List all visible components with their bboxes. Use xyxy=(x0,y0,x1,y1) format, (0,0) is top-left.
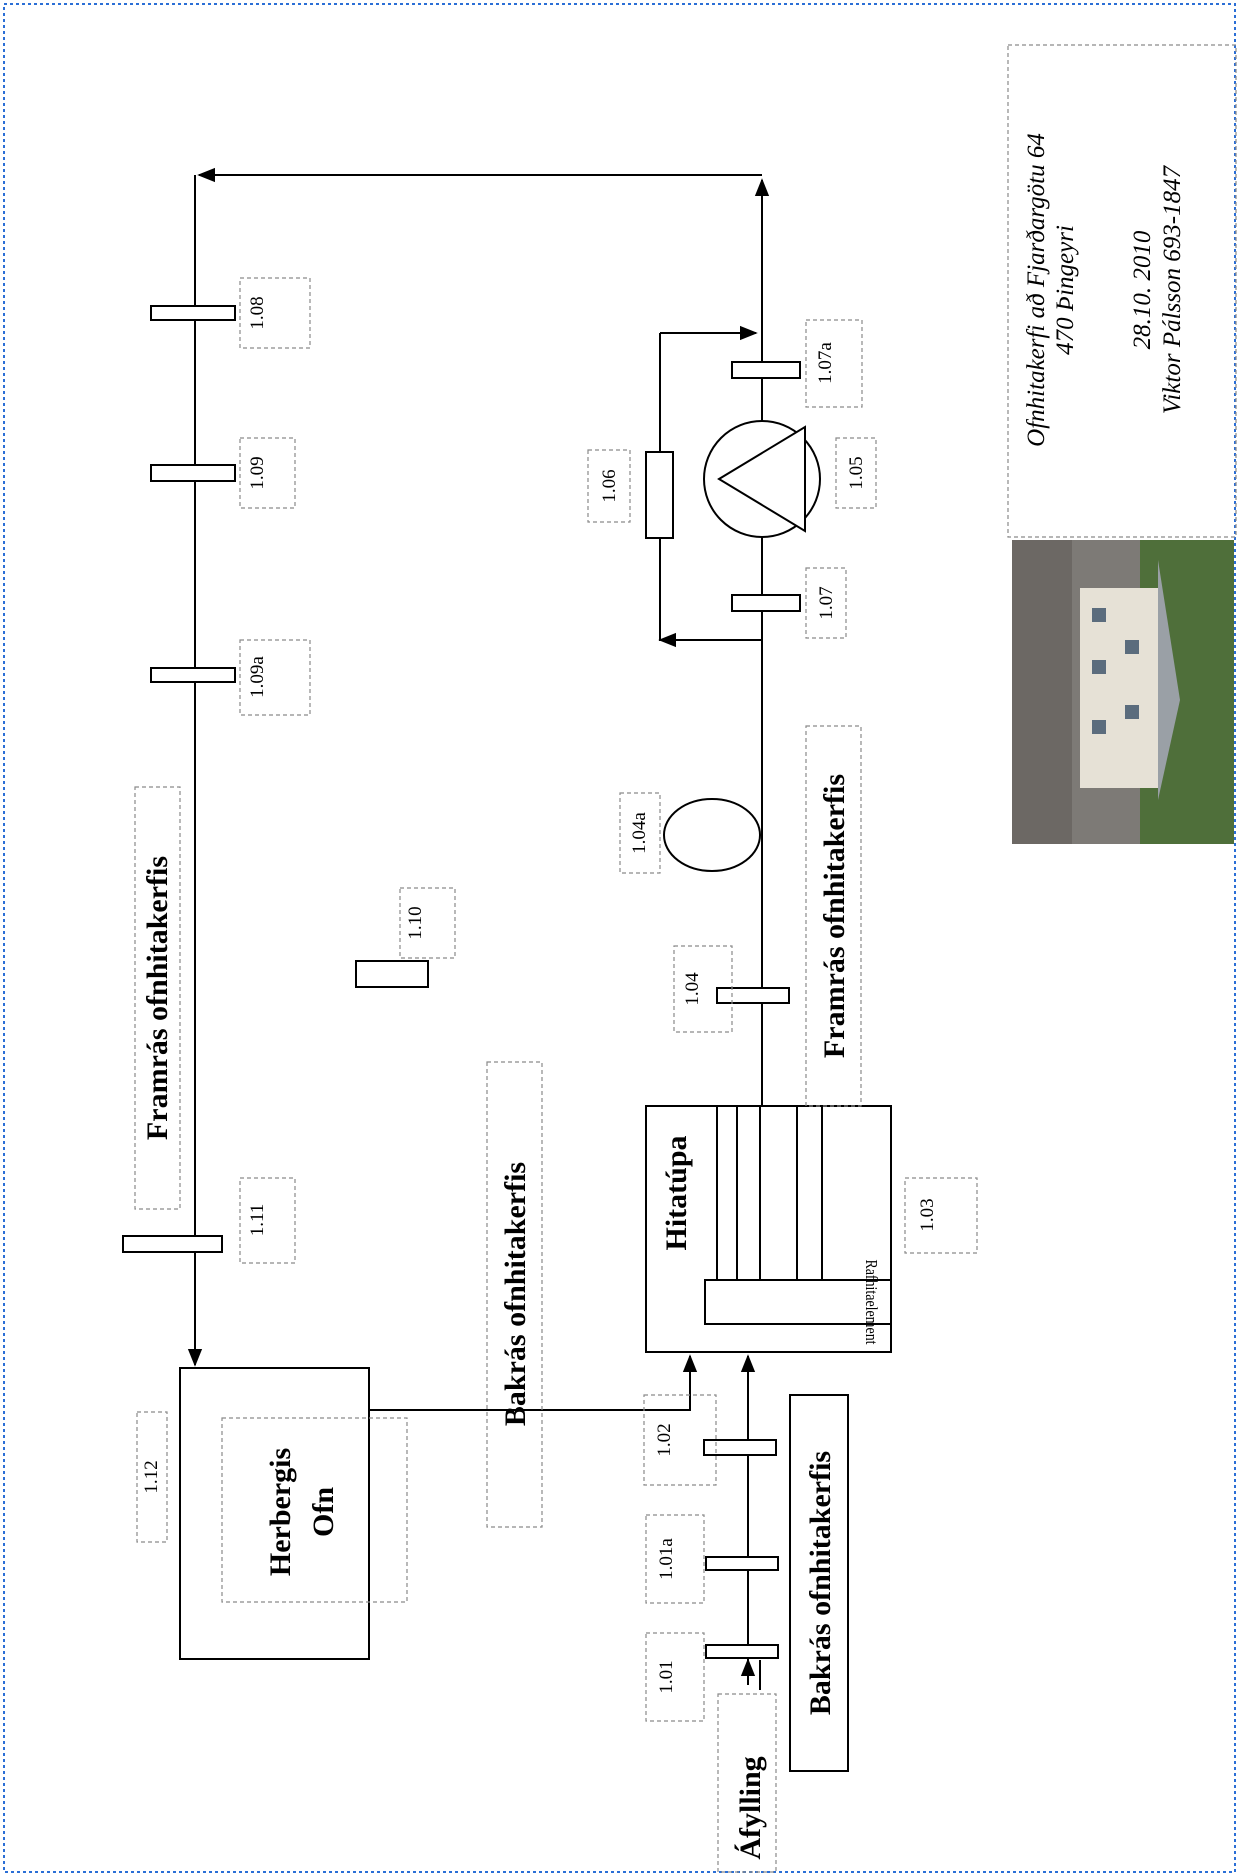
label-1-09: 1.09 xyxy=(247,456,268,489)
return-pipe xyxy=(370,1360,691,1411)
label-box-1-08 xyxy=(239,277,311,349)
label-1-02: 1.02 xyxy=(654,1423,675,1456)
label-1-10: 1.10 xyxy=(405,906,426,939)
label-box-bakras-right xyxy=(789,1394,849,1772)
label-framras-left: Framrás ofnhitakerfis xyxy=(141,856,174,1140)
valve-1-09a xyxy=(150,667,236,683)
label-box-1-05 xyxy=(835,437,877,509)
label-box-1-02 xyxy=(643,1394,717,1486)
label-1-07a: 1.07a xyxy=(815,342,836,384)
label-box-framras-left xyxy=(134,786,181,1210)
label-1-05: 1.05 xyxy=(846,456,867,489)
label-box-1-07 xyxy=(805,567,847,639)
valve-1-11 xyxy=(122,1235,223,1253)
expansion-tank-icon xyxy=(663,798,761,872)
label-1-07: 1.07 xyxy=(816,586,837,619)
label-1-12: 1.12 xyxy=(141,1460,162,1493)
page-frame xyxy=(3,3,1236,1873)
label-box-1-04 xyxy=(673,945,733,1033)
title-date: 28.10. 2010 xyxy=(1129,230,1156,349)
boiler-hitatupa xyxy=(645,1105,892,1353)
label-1-11: 1.11 xyxy=(247,1204,268,1237)
valve-1-04 xyxy=(716,987,790,1004)
label-box-1-12 xyxy=(136,1411,168,1543)
label-box-1-07a xyxy=(805,319,863,408)
label-1-01a: 1.01a xyxy=(656,1538,677,1580)
label-1-08: 1.08 xyxy=(247,296,268,329)
valve-1-01 xyxy=(705,1644,779,1659)
label-box-1-06 xyxy=(587,449,631,523)
title-author: Viktor Pálsson 693-1847 xyxy=(1159,164,1186,414)
house-photo-icon xyxy=(1012,540,1234,844)
label-box-afylling xyxy=(717,1693,777,1873)
valve-1-01a xyxy=(705,1556,779,1571)
title-block-box xyxy=(1007,44,1237,538)
label-box-1-09a xyxy=(239,639,311,716)
title-line2: 470 Þingeyri xyxy=(1052,225,1079,355)
label-1-09a: 1.09a xyxy=(247,656,268,698)
label-1-06: 1.06 xyxy=(599,469,620,502)
valve-1-09 xyxy=(150,464,236,482)
label-box-1-01 xyxy=(645,1632,705,1722)
bypass-device-1-06 xyxy=(645,451,674,539)
title-line1: Ofnhitakerfi að Fjarðargötu 64 xyxy=(1023,133,1050,447)
label-1-04a: 1.04a xyxy=(629,812,650,854)
label-ofn: Ofn xyxy=(307,1487,340,1537)
label-box-1-04a xyxy=(619,792,661,874)
label-box-bakras-middle xyxy=(486,1061,543,1528)
label-box-framras-right xyxy=(805,725,862,1107)
valve-1-07a xyxy=(731,361,801,379)
label-hitatupa: Hitatúpa xyxy=(660,1135,693,1250)
label-bakras-middle: Bakrás ofnhitakerfis xyxy=(499,1162,532,1426)
valve-1-10 xyxy=(355,960,429,988)
room-heater xyxy=(179,1367,408,1660)
label-1-04: 1.04 xyxy=(682,972,703,1006)
valve-1-07 xyxy=(731,594,801,612)
valve-1-02 xyxy=(703,1439,777,1456)
label-1-01: 1.01 xyxy=(656,1660,677,1693)
label-afylling: Áfylling xyxy=(734,1756,767,1859)
pump-triangle-icon xyxy=(703,420,821,538)
label-bakras-right: Bakrás ofnhitakerfis xyxy=(804,1451,837,1715)
label-framras-right: Framrás ofnhitakerfis xyxy=(818,774,851,1058)
label-rafhitaelement: Rafhitaelement xyxy=(862,1259,881,1345)
label-herbergis: Herbergis xyxy=(264,1448,297,1576)
label-1-03: 1.03 xyxy=(917,1198,938,1231)
valve-1-08 xyxy=(150,305,236,321)
label-box-1-01a xyxy=(645,1514,705,1604)
label-box-1-03 xyxy=(904,1177,978,1254)
